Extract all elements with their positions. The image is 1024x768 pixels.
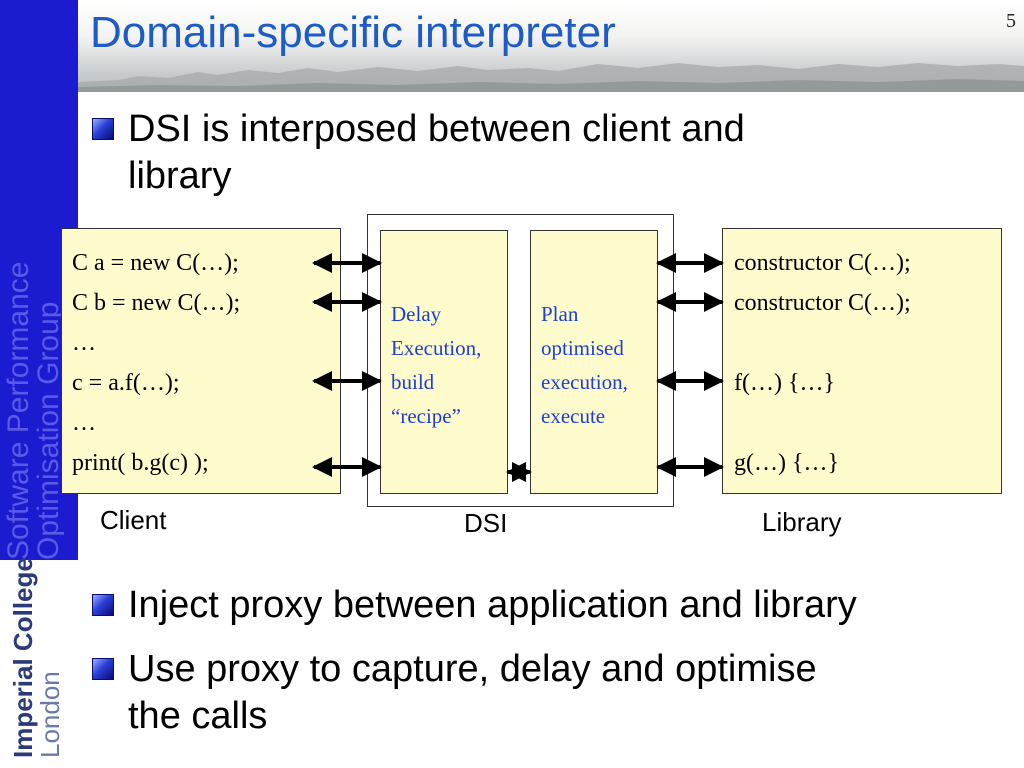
library-caption: Library: [762, 507, 842, 537]
code-line: …: [72, 330, 96, 356]
code-line: …: [72, 410, 96, 436]
bullet-text-line: the calls: [128, 695, 268, 737]
delay-box-line: Delay: [391, 302, 442, 326]
bullet-item: DSI is interposed between client and lib…: [92, 106, 745, 200]
delay-box-line: build: [391, 370, 435, 394]
page-number: 5: [1006, 10, 1016, 32]
code-line: f(…) {…}: [734, 370, 836, 396]
square-bullet-icon: [92, 658, 114, 680]
bullet-text: DSI is interposed between client and lib…: [128, 106, 745, 200]
plan-box-line: execution,: [541, 370, 628, 394]
library-code-box: constructor C(…); constructor C(…); f(…)…: [722, 228, 1002, 494]
delay-box-line: Execution,: [391, 336, 482, 360]
code-line: constructor C(…);: [734, 250, 911, 276]
client-caption: Client: [100, 505, 167, 535]
plan-execution-box: Plan optimised execution, execute: [530, 230, 658, 494]
code-line: c = a.f(…);: [72, 370, 180, 396]
bullet-text: Inject proxy between application and lib…: [128, 584, 857, 626]
code-line: C a = new C(…);: [72, 250, 239, 276]
slide-title: Domain-specific interpreter: [90, 8, 616, 57]
bullet-item: Use proxy to capture, delay and optimise…: [92, 646, 817, 740]
delay-box-line: “recipe”: [391, 404, 461, 428]
bullet-text-line: DSI is interposed between client and: [128, 108, 745, 150]
plan-box-line: execute: [541, 404, 606, 428]
client-code-box: C a = new C(…); C b = new C(…); … c = a.…: [61, 228, 341, 494]
code-line: C b = new C(…);: [72, 290, 241, 316]
square-bullet-icon: [92, 118, 114, 140]
college-logo: Imperial College London: [0, 557, 78, 768]
skyline-image: [78, 63, 1024, 92]
dsi-caption: DSI: [464, 508, 508, 538]
delay-execution-box: Delay Execution, build “recipe”: [380, 230, 508, 494]
header-banner: [78, 0, 1024, 92]
plan-box-line: optimised: [541, 336, 624, 360]
bullet-text-line: library: [128, 155, 232, 197]
code-line: print( b.g(c) );: [72, 450, 209, 476]
square-bullet-icon: [92, 594, 114, 616]
code-line: g(…) {…}: [734, 450, 840, 476]
bullet-item: Inject proxy between application and lib…: [92, 582, 857, 629]
plan-box-line: Plan: [541, 302, 579, 326]
bullet-text-line: Use proxy to capture, delay and optimise: [128, 648, 817, 690]
code-line: constructor C(…);: [734, 290, 911, 316]
bullet-text: Use proxy to capture, delay and optimise…: [128, 646, 817, 740]
